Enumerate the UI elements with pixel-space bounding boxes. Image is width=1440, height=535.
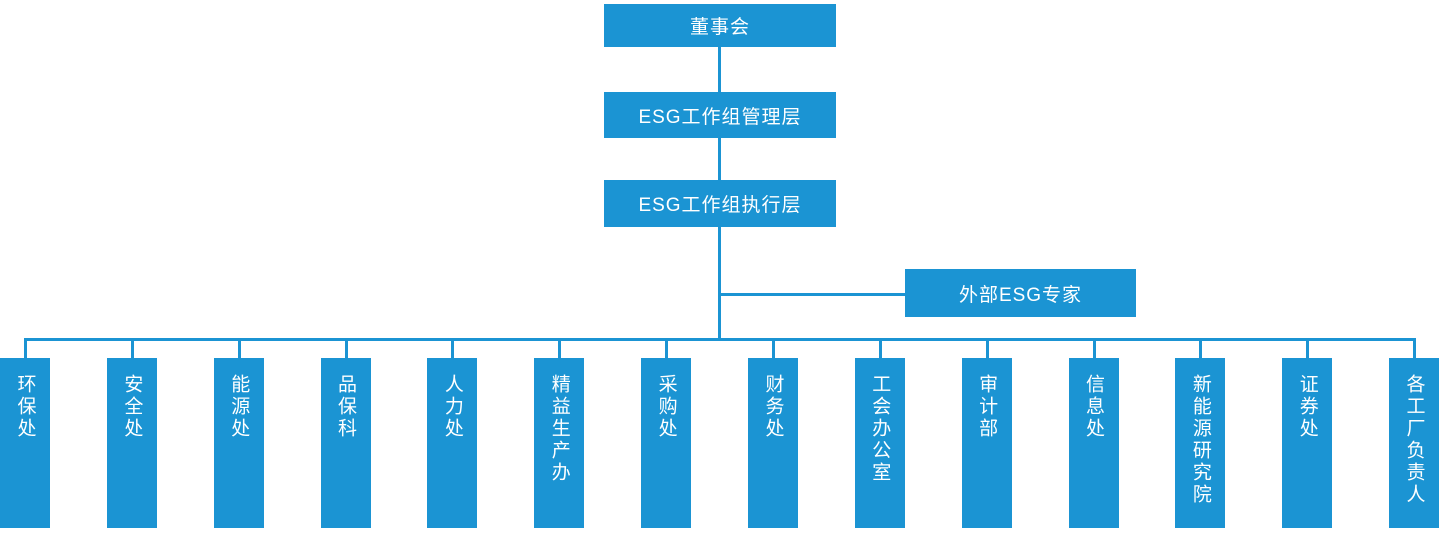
department-label: 信息处 <box>1083 374 1104 440</box>
connector-to-external-experts <box>718 293 905 296</box>
connector-stub <box>344 341 348 358</box>
connector-board-to-management <box>718 47 721 92</box>
department-label: 安全处 <box>121 374 143 440</box>
department-node: 信息处 <box>1068 358 1119 528</box>
department-label: 各工厂负责人 <box>1403 374 1425 506</box>
department-node: 精益生产办 <box>534 358 585 528</box>
department-node: 审计部 <box>961 358 1012 528</box>
connector-stub <box>1306 341 1310 358</box>
connector-stub <box>665 341 669 358</box>
connector-department-rail <box>24 338 1416 341</box>
department-node: 人力处 <box>427 358 478 528</box>
department-node: 证券处 <box>1282 358 1333 528</box>
department-label: 财务处 <box>762 374 784 440</box>
connector-stub <box>237 341 241 358</box>
department-node: 采购处 <box>641 358 692 528</box>
connector-stub <box>1199 341 1203 358</box>
external-esg-experts-node: 外部ESG专家 <box>905 269 1136 317</box>
department-label: 新能源研究院 <box>1189 374 1211 506</box>
department-node: 能源处 <box>213 358 264 528</box>
esg-management-node: ESG工作组管理层 <box>604 92 836 138</box>
department-label: 品保科 <box>335 374 357 440</box>
connector-stub <box>1413 341 1417 358</box>
department-node: 安全处 <box>106 358 157 528</box>
connector-stub <box>558 341 562 358</box>
department-label: 工会办公室 <box>869 374 891 484</box>
esg-execution-node: ESG工作组执行层 <box>604 180 836 227</box>
department-node: 环保处 <box>0 358 50 528</box>
department-label: 证券处 <box>1296 374 1318 440</box>
connector-execution-to-rail <box>718 227 721 341</box>
department-label: 能源处 <box>228 374 250 440</box>
board-node: 董事会 <box>604 4 836 47</box>
connector-stub <box>24 341 27 358</box>
connector-stub <box>878 341 882 358</box>
department-node: 工会办公室 <box>854 358 905 528</box>
department-label: 精益生产办 <box>548 374 570 484</box>
connector-stub <box>1092 341 1096 358</box>
department-node: 财务处 <box>747 358 798 528</box>
department-label: 审计部 <box>976 374 998 440</box>
department-label: 人力处 <box>441 374 463 440</box>
connector-stub <box>771 341 775 358</box>
connector-stub <box>451 341 455 358</box>
connector-stub <box>130 341 134 358</box>
department-node: 各工厂负责人 <box>1389 358 1440 528</box>
department-node: 品保科 <box>320 358 371 528</box>
department-label: 环保处 <box>14 374 36 440</box>
connector-stub <box>985 341 989 358</box>
department-node: 新能源研究院 <box>1175 358 1226 528</box>
connector-management-to-execution <box>718 138 721 180</box>
department-label: 采购处 <box>655 374 677 440</box>
